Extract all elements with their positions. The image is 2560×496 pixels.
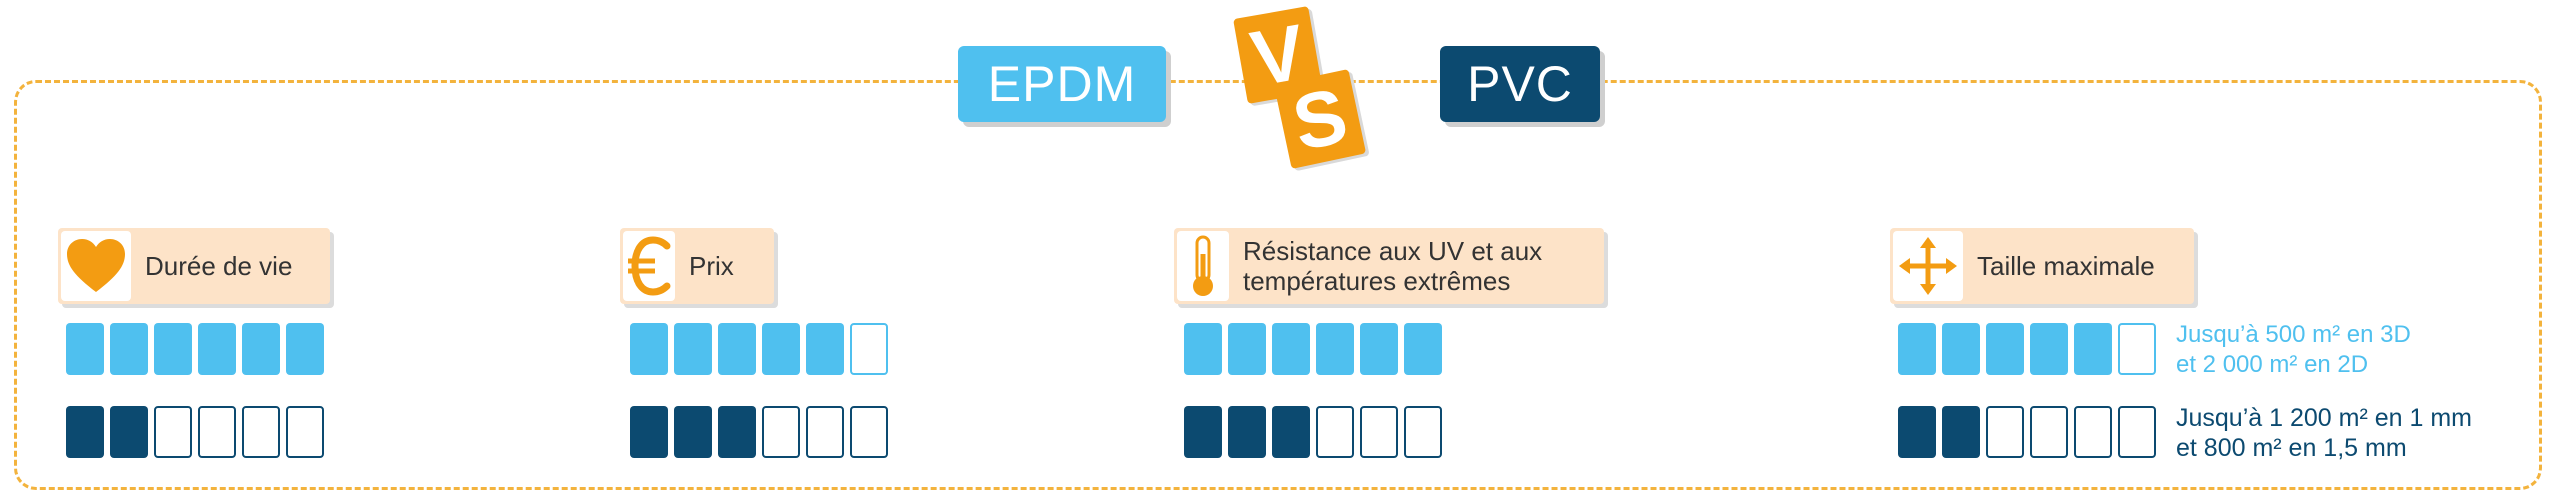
score-bar-filled [2030,323,2068,375]
score-bar-empty [2118,406,2156,458]
pvc-size-note: Jusqu’à 1 200 m² en 1 mm et 800 m² en 1,… [2176,403,2472,463]
score-bar-filled [1228,406,1266,458]
criterion-label: Résistance aux UV et aux températures ex… [1243,236,1542,296]
score-bar-filled [718,406,756,458]
score-bar-filled [674,406,712,458]
score-bar-filled [630,323,668,375]
score-bar-empty [242,406,280,458]
pvc-score-lifespan [66,406,330,458]
pvc-score-uv [1184,406,1448,458]
score-bar-empty [850,323,888,375]
score-bar-filled [1228,323,1266,375]
score-bar-empty [154,406,192,458]
epdm-score-lifespan [66,323,330,375]
thermometer-icon [1177,231,1229,301]
criterion-max-size: Taille maximale [1890,228,2194,304]
epdm-score-size [1898,323,2162,375]
move-arrows-icon [1893,231,1963,301]
criterion-price: Prix [620,228,774,304]
score-bar-filled [1942,406,1980,458]
score-bar-empty [2118,323,2156,375]
criterion-uv-resistance: Résistance aux UV et aux températures ex… [1174,228,1604,304]
euro-icon [623,231,675,301]
score-bar-empty [1986,406,2024,458]
score-bar-filled [1898,323,1936,375]
epdm-size-note-line1: Jusqu’à 500 m² en 3D [2176,321,2411,348]
criterion-label: Taille maximale [1977,251,2155,281]
score-bar-empty [2030,406,2068,458]
criterion-lifespan: Durée de vie [58,228,330,304]
score-bar-filled [806,323,844,375]
score-bar-filled [1184,406,1222,458]
score-bar-filled [674,323,712,375]
pvc-score-price [630,406,894,458]
score-bar-filled [110,406,148,458]
score-bar-filled [242,323,280,375]
score-bar-filled [1986,323,2024,375]
epdm-size-note: Jusqu’à 500 m² en 3D et 2 000 m² en 2D [2176,320,2411,380]
epdm-score-uv [1184,323,1448,375]
score-bar-empty [1404,406,1442,458]
heart-icon [61,231,131,301]
score-bar-filled [1898,406,1936,458]
score-bar-filled [66,406,104,458]
score-bar-empty [2074,406,2112,458]
pvc-score-size [1898,406,2162,458]
epdm-size-note-line2: et 2 000 m² en 2D [2176,351,2369,378]
score-bar-empty [850,406,888,458]
score-bar-empty [762,406,800,458]
score-bar-filled [718,323,756,375]
score-bar-filled [1184,323,1222,375]
pvc-size-note-line2: et 800 m² en 1,5 mm [2176,434,2407,462]
score-bar-filled [1404,323,1442,375]
criterion-label-line2: températures extrêmes [1243,266,1511,296]
score-bar-empty [1360,406,1398,458]
criterion-label: Prix [689,251,734,281]
score-bar-filled [198,323,236,375]
score-bar-filled [1272,406,1310,458]
score-bar-filled [1316,323,1354,375]
score-bar-empty [286,406,324,458]
score-bar-empty [806,406,844,458]
score-bar-empty [198,406,236,458]
score-bar-filled [286,323,324,375]
score-bar-filled [66,323,104,375]
score-bar-filled [630,406,668,458]
score-bar-filled [110,323,148,375]
criterion-label-line1: Résistance aux UV et aux [1243,236,1543,266]
pvc-size-note-line1: Jusqu’à 1 200 m² en 1 mm [2176,404,2472,432]
score-bar-filled [2074,323,2112,375]
score-bar-filled [1272,323,1310,375]
score-bar-filled [154,323,192,375]
pvc-label: PVC [1440,46,1600,122]
criterion-label: Durée de vie [145,251,293,281]
score-bar-filled [1360,323,1398,375]
score-bar-filled [1942,323,1980,375]
score-bar-empty [1316,406,1354,458]
epdm-label: EPDM [958,46,1166,122]
score-bar-filled [762,323,800,375]
epdm-score-price [630,323,894,375]
